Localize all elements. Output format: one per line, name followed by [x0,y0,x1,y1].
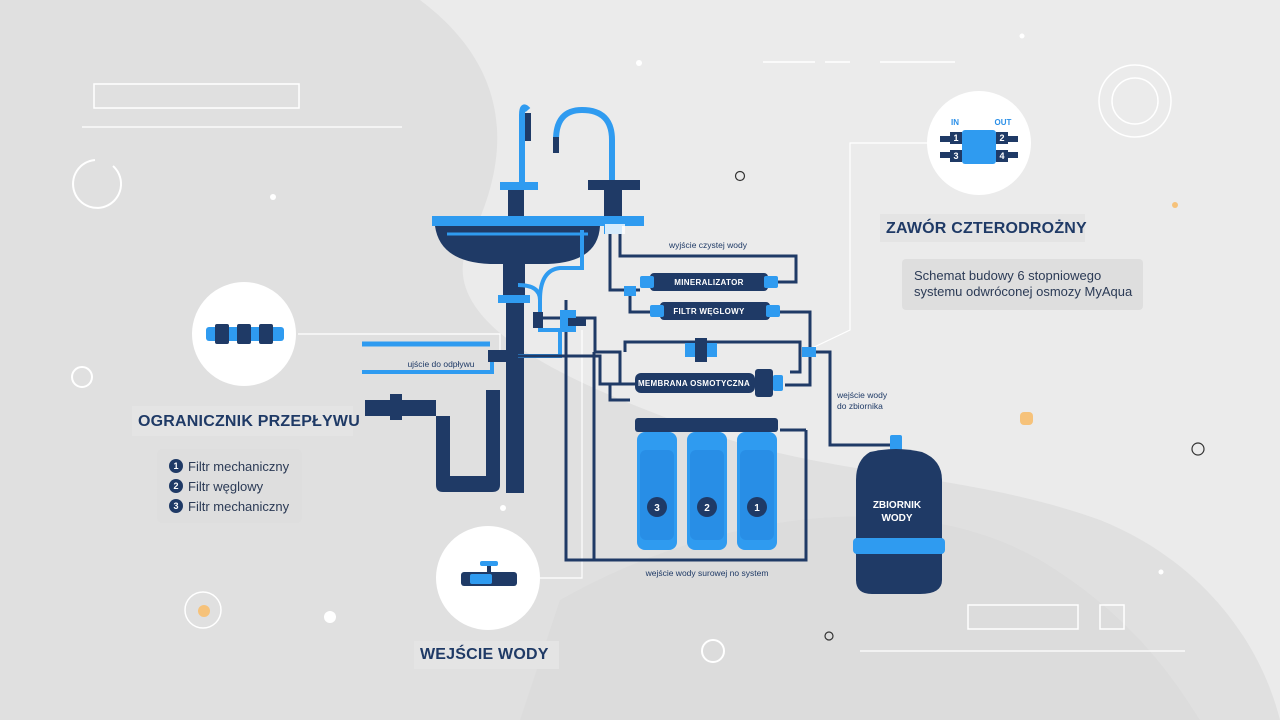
legend-item: 2 Filtr węglowy [169,479,264,494]
legend-number: 3 [173,501,178,511]
valve-port: 3 [953,151,958,161]
deco-dot [500,505,506,511]
description-line2: systemu odwróconej osmozy MyAqua [914,284,1133,299]
deco-dot [636,60,642,66]
deco-frame [967,604,1079,630]
water-inlet-title: WEJŚCIE WODY [420,644,549,663]
deco-arc [72,159,123,209]
description-box [902,259,1143,310]
flow-limiter-callout [192,282,296,386]
carbon-filter-unit: FILTR WĘGLOWY [650,302,780,320]
deco-dot [1019,33,1025,39]
callout-connectors [298,142,928,579]
deco-dot-orange [1020,412,1033,425]
carbon-filter-label: FILTR WĘGLOWY [673,307,745,316]
faucet-ro [553,106,615,200]
deco-frame [1099,604,1125,630]
faucet-light [519,104,531,185]
prefilter-number: 2 [704,503,710,514]
valve-in-label: IN [951,118,959,127]
legend-item: 1 Filtr mechaniczny [169,459,290,474]
valve-port: 1 [953,133,958,143]
four-way-valve-title-bg [880,214,1085,242]
water-tank: ZBIORNIK WODY [853,435,945,594]
fittings [488,224,816,362]
water-inlet-callout [436,526,540,630]
legend-text: Filtr mechaniczny [188,459,290,474]
water-inlet-title-bg [414,641,559,669]
prefilter-block: 3 2 1 [635,418,778,550]
membrane-unit: MEMBRANA OSMOTYCZNA [635,369,783,397]
tank-label-line2: WODY [881,513,912,524]
tank-label-line1: ZBIORNIK [873,500,922,511]
deco-dot [270,194,276,200]
drain-outlet-label: ujście do odpływu [407,359,474,369]
prefilter-number: 1 [754,503,760,514]
mineralizer-unit: MINERALIZATOR [640,273,778,291]
valve-port: 2 [999,133,1004,143]
deco-ring-small [1191,442,1205,456]
prefilter-housing: 2 [687,432,727,550]
prefilter-housing: 3 [637,432,677,550]
deco-ring [184,591,222,629]
deco-dot [324,611,336,623]
legend-box [157,449,302,523]
prefilter-number: 3 [654,503,660,514]
legend-text: Filtr mechaniczny [188,499,290,514]
four-way-valve-title: ZAWÓR CZTERODROŻNY [886,218,1087,237]
flow-limiter-title-bg [132,406,353,436]
deco-frame [93,83,300,109]
raw-water-in-label: wejście wody surowej no system [645,568,769,578]
tank-inlet-label-line2: do zbiornika [837,401,883,411]
deco-dot [1158,569,1164,575]
deco-ring [1111,77,1159,125]
deco-ring [701,639,725,663]
membrane-label: MEMBRANA OSMOTYCZNA [638,379,750,388]
prefilter-housing: 1 [737,432,777,550]
deco-dot-orange [1172,202,1178,208]
deco-ring [1098,64,1172,138]
valve-port: 4 [999,151,1004,161]
tank-inlet-label-line1: wejście wody [836,390,888,400]
deco-ring-small [734,170,746,182]
valve-out-label: OUT [995,118,1012,127]
legend-text: Filtr węglowy [188,479,264,494]
four-way-valve-callout: IN OUT 1 2 3 4 [927,91,1031,195]
clean-water-out-label: wyjście czystej wody [668,240,748,250]
deco-ring-small [824,631,834,641]
flow-limiter-title: OGRANICZNIK PRZEPŁYWU [138,413,360,430]
deco-ring [71,366,93,388]
deco-dot-orange [198,605,210,617]
legend-number: 2 [173,481,178,491]
legend-number: 1 [173,461,178,471]
description-line1: Schemat budowy 6 stopniowego [914,268,1101,283]
legend-item: 3 Filtr mechaniczny [169,499,290,514]
mineralizer-label: MINERALIZATOR [674,278,743,287]
background-blob-lower [520,516,1200,720]
